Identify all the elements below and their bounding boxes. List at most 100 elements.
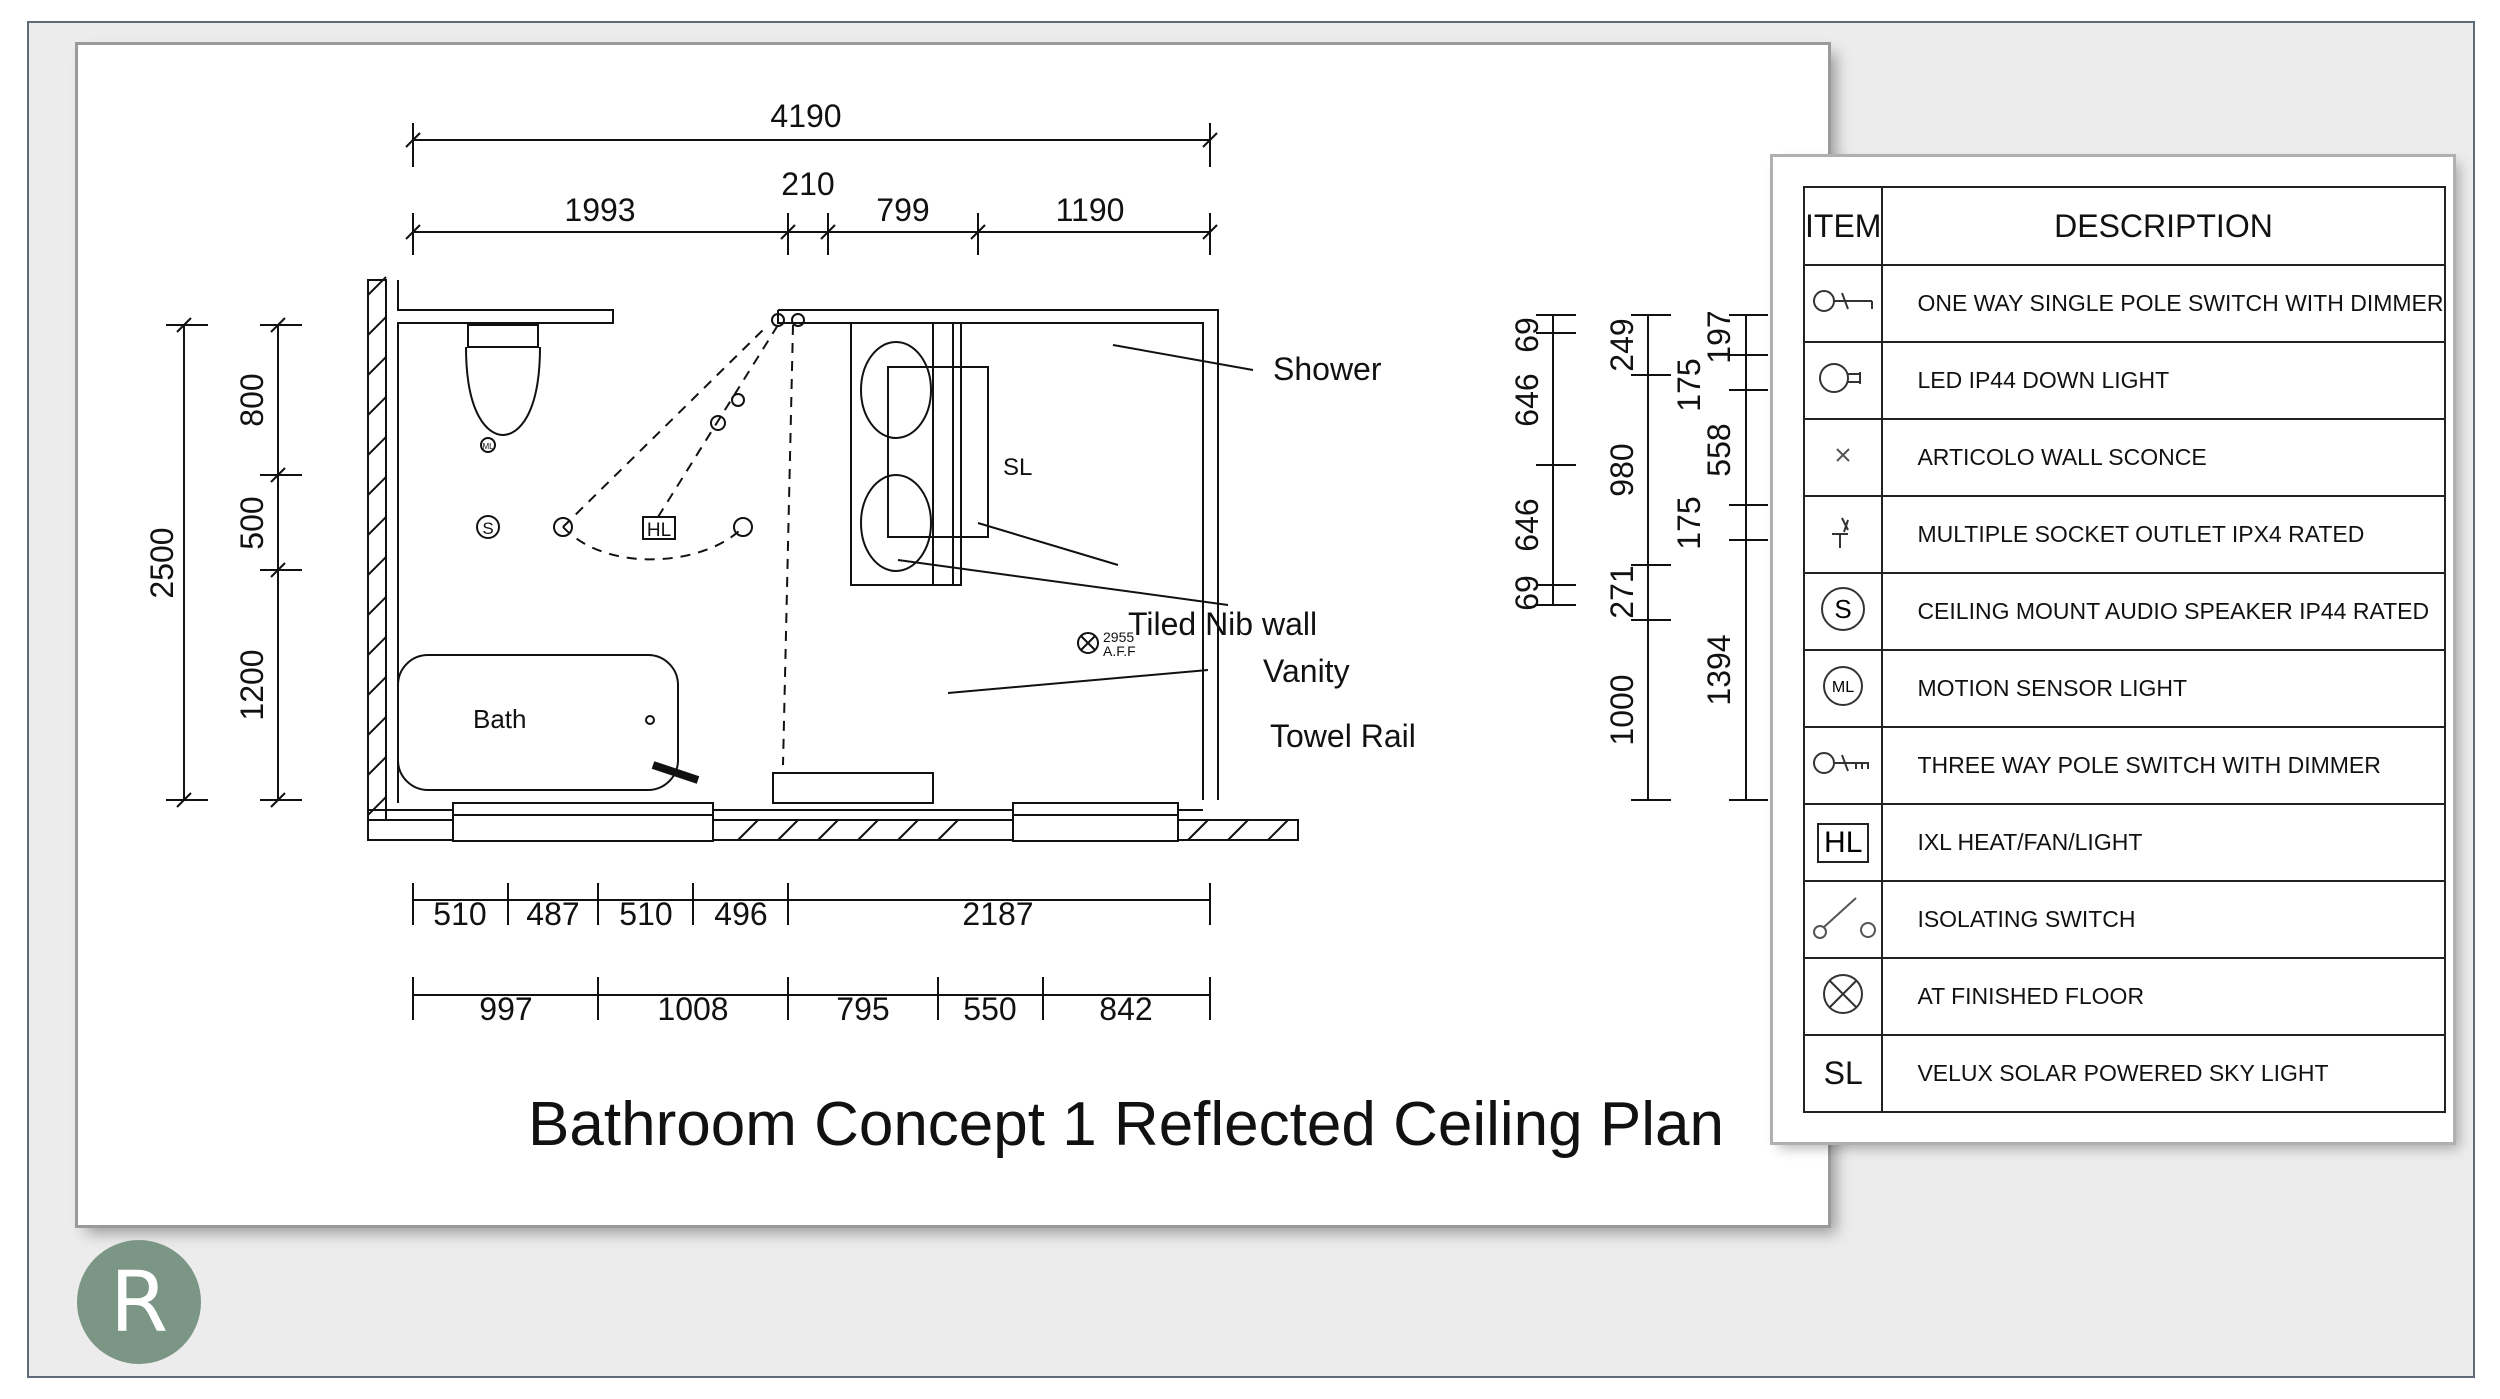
legend-row: AT FINISHED FLOOR (1802, 957, 2446, 1036)
aff-marker (1077, 632, 1099, 654)
dim-left-overall: 2500 (144, 527, 180, 598)
legend-row: HL IXL HEAT/FAN/LIGHT (1802, 803, 2446, 882)
dim-right-col1: 646 (1509, 498, 1545, 551)
motion-symbol: ML (1832, 679, 1854, 696)
legend-row: SL VELUX SOLAR POWERED SKY LIGHT (1802, 1034, 2446, 1113)
dim-top-overall: 4190 (770, 98, 841, 134)
label-motion-light: ML (482, 442, 494, 451)
dim-top-seg: 1993 (564, 192, 635, 228)
legend-description: MOTION SENSOR LIGHT (1881, 649, 2446, 728)
leader-shower (1112, 344, 1254, 371)
legend-description: CEILING MOUNT AUDIO SPEAKER IP44 RATED (1881, 572, 2446, 651)
top-wall-right (778, 309, 1219, 800)
label-aff-unit: A.F.F (1103, 643, 1136, 659)
dim-bottom-row1: 496 (714, 896, 767, 932)
window-left (452, 802, 714, 842)
dim-bottom-row2: 842 (1099, 991, 1152, 1027)
dim-right-col1: 646 (1509, 373, 1545, 426)
speaker-marker (476, 515, 500, 539)
ceiling-plan-drawing: 4190 1993 210 799 1190 2500 800 500 1200… (144, 98, 1768, 1159)
legend-row: ONE WAY SINGLE POLE SWITCH WITH DIMMER (1802, 264, 2446, 343)
label-speaker: S (482, 519, 493, 538)
dim-top-seg: 210 (781, 166, 834, 202)
dim-left-seg: 1200 (234, 649, 270, 720)
legend-header-description: DESCRIPTION (1881, 186, 2446, 266)
legend-description: ARTICOLO WALL SCONCE (1881, 418, 2446, 497)
legend-row: MULTIPLE SOCKET OUTLET IPX4 RATED (1802, 495, 2446, 574)
led-downlight-icon (1802, 341, 1884, 420)
dim-right-col3: 175 (1671, 358, 1707, 411)
legend-description: LED IP44 DOWN LIGHT (1881, 341, 2446, 420)
skylight-box (887, 366, 989, 538)
leader-towel (947, 669, 1209, 694)
dim-right-col2: 271 (1604, 565, 1640, 618)
dim-top-seg: 1190 (1056, 192, 1125, 228)
legend-description: MULTIPLE SOCKET OUTLET IPX4 RATED (1881, 495, 2446, 574)
dim-bottom-row1: 510 (433, 896, 486, 932)
one-way-switch-icon (1802, 264, 1884, 343)
dim-bottom-row2: 795 (836, 991, 889, 1027)
dim-top-seg: 799 (876, 192, 929, 228)
label-hl: HL (647, 520, 671, 541)
logo-letter: R (109, 1253, 169, 1351)
heat-fan-light-icon: HL (1802, 803, 1884, 882)
dim-left-seg: 800 (234, 373, 270, 426)
sl-symbol: SL (1823, 1055, 1863, 1091)
finished-floor-icon (1802, 957, 1884, 1036)
label-tiled-nib-wall: Tiled Nib wall (1128, 606, 1317, 642)
dim-right-col3: 558 (1701, 423, 1737, 476)
legend-description: AT FINISHED FLOOR (1881, 957, 2446, 1036)
toilet-bowl (465, 346, 541, 437)
label-vanity: Vanity (1263, 653, 1350, 689)
plan-sheet: 4190 1993 210 799 1190 2500 800 500 1200… (78, 45, 1828, 1225)
leader-vanity (897, 559, 1229, 606)
dim-bottom-row2: 550 (963, 991, 1016, 1027)
legend-description: VELUX SOLAR POWERED SKY LIGHT (1881, 1034, 2446, 1113)
downlight-marker-2 (733, 517, 753, 537)
legend-description: IXL HEAT/FAN/LIGHT (1881, 803, 2446, 882)
bath-outline (397, 654, 679, 791)
label-skylight: SL (1003, 454, 1032, 481)
legend-table: ITEM DESCRIPTION ONE WAY SINGLE POLE SWI… (1802, 186, 2446, 1113)
dim-right-col1: 69 (1509, 317, 1545, 353)
three-way-switch-icon (1802, 726, 1884, 805)
dim-bottom-row2: 997 (479, 991, 532, 1027)
dim-left-seg: 500 (234, 496, 270, 549)
motion-light-marker (480, 437, 496, 453)
dim-right-col2: 249 (1604, 318, 1640, 371)
speaker-symbol: S (1835, 594, 1852, 624)
dim-right-col2: 980 (1604, 443, 1640, 496)
legend-row: ML MOTION SENSOR LIGHT (1802, 649, 2446, 728)
isolating-switch-icon (1802, 880, 1884, 959)
skylight-icon: SL (1802, 1034, 1884, 1113)
socket-outlet-icon (1802, 495, 1884, 574)
legend-row: LED IP44 DOWN LIGHT (1802, 341, 2446, 420)
toilet-cistern (467, 324, 539, 348)
label-shower: Shower (1273, 351, 1382, 387)
audio-speaker-icon: S (1802, 572, 1884, 651)
legend-row: THREE WAY POLE SWITCH WITH DIMMER (1802, 726, 2446, 805)
tiled-nib-wall (932, 322, 954, 586)
window-right (1012, 802, 1179, 842)
dim-right-col1: 69 (1509, 575, 1545, 611)
legend-header-item: ITEM (1802, 186, 1884, 266)
legend-description: THREE WAY POLE SWITCH WITH DIMMER (1881, 726, 2446, 805)
vanity-outline (850, 322, 962, 586)
legend-panel: ITEM DESCRIPTION ONE WAY SINGLE POLE SWI… (1773, 157, 2453, 1142)
dim-right-col3: 175 (1671, 496, 1707, 549)
downlight-marker-1 (553, 517, 573, 537)
legend-description: ISOLATING SWITCH (1881, 880, 2446, 959)
dim-right-col3: 197 (1701, 310, 1737, 363)
legend-row: ISOLATING SWITCH (1802, 880, 2446, 959)
dim-right-col3: 1394 (1701, 634, 1737, 705)
dim-bottom-row1: 510 (619, 896, 672, 932)
dim-right-col2: 1000 (1604, 674, 1640, 745)
leader-nib (977, 522, 1119, 566)
hl-symbol: HL (1817, 822, 1870, 863)
plan-title: Bathroom Concept 1 Reflected Ceiling Pla… (528, 1090, 1724, 1159)
motion-sensor-icon: ML (1802, 649, 1884, 728)
legend-row: S CEILING MOUNT AUDIO SPEAKER IP44 RATED (1802, 572, 2446, 651)
legend-row: ARTICOLO WALL SCONCE (1802, 418, 2446, 497)
wall-sconce-icon (1802, 418, 1884, 497)
dim-bottom-row1: 487 (526, 896, 579, 932)
